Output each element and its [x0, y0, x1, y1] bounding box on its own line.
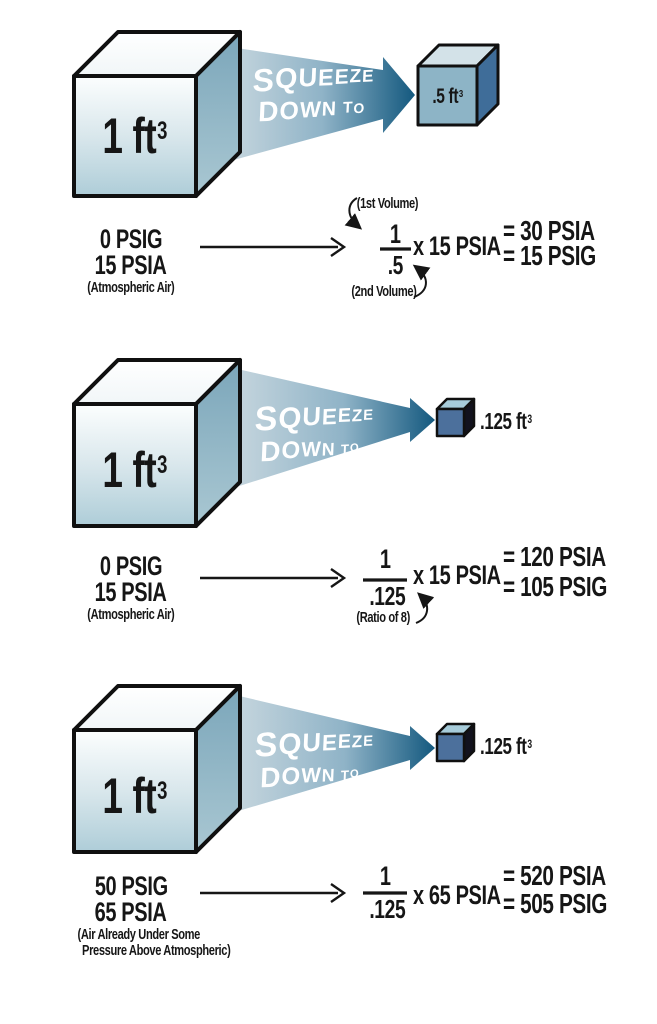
equation-arrow: [200, 883, 347, 903]
second-volume-annotation: (2nd Volume): [351, 283, 417, 300]
large-cube: [72, 358, 242, 528]
large-cube-label: 1 ft3: [102, 442, 168, 498]
second-volume-pointer-arrow: [412, 264, 431, 298]
large-cube-label: 1 ft3: [102, 768, 168, 824]
fraction-denominator: .125: [369, 894, 406, 924]
result-psia: = 520 PSIA: [503, 860, 606, 891]
first-volume-pointer-arrow: [344, 197, 363, 230]
pressure-note: (Atmospheric Air): [87, 279, 175, 296]
pressure-stack: 0 PSIG 15 PSIA (Atmospheric Air): [70, 553, 192, 623]
fraction-denominator: .5: [387, 250, 403, 280]
result-psig: = 15 PSIG: [503, 240, 596, 271]
ratio-pointer-arrow: [415, 592, 435, 624]
results-stack: = 520 PSIA = 505 PSIG: [503, 860, 644, 919]
multiplier-text: x 15 PSIA: [413, 560, 501, 590]
equation-arrow: [200, 237, 347, 257]
pressure-note-line1: (Air Already Under Some: [77, 926, 201, 943]
psig-value: 0 PSIG: [99, 551, 163, 581]
small-cube-eighth: [435, 397, 476, 438]
pressure-stack: 50 PSIG 65 PSIA (Air Already Under Some …: [56, 871, 231, 959]
results-stack: = 30 PSIA = 15 PSIG: [503, 215, 628, 271]
fraction-numerator: 1: [379, 544, 391, 574]
pressure-note-line2: Pressure Above Atmospheric): [82, 942, 231, 959]
pressure-stack: 0 PSIG 15 PSIA (Atmospheric Air): [70, 226, 192, 296]
small-cube-front-face: [416, 64, 479, 127]
multiplier-text: x 65 PSIA: [413, 880, 501, 910]
ratio-annotation: (Ratio of 8): [356, 609, 410, 626]
small-cube-eighth: [435, 722, 476, 763]
panel-2-graphics: [72, 358, 476, 624]
result-psia: = 30 PSIA: [503, 215, 595, 246]
small-cube-label: .125 ft3: [480, 733, 532, 759]
large-cube-front-face: [72, 74, 198, 198]
psia-value: 15 PSIA: [95, 250, 167, 280]
large-cube-label: 1 ft3: [102, 108, 168, 164]
psia-value: 65 PSIA: [95, 897, 167, 927]
multiplier-text: x 15 PSIA: [413, 231, 501, 261]
result-psia: = 120 PSIA: [503, 541, 606, 572]
panel-3-graphics: [72, 684, 476, 903]
large-cube-front-face: [72, 402, 198, 528]
large-cube-front-face: [72, 728, 198, 854]
squeeze-beam-arrow: [230, 47, 415, 161]
large-cube: [72, 30, 242, 198]
small-cube-front-face: [435, 407, 466, 438]
psia-value: 15 PSIA: [95, 577, 167, 607]
fraction-numerator: 1: [389, 219, 401, 249]
small-cube-half: [416, 43, 500, 127]
large-cube: [72, 684, 242, 854]
result-psig: = 105 PSIG: [503, 571, 608, 602]
panel-1-graphics: [72, 30, 500, 298]
result-psig: = 505 PSIG: [503, 888, 608, 919]
psig-value: 0 PSIG: [99, 224, 163, 254]
squeeze-beam-arrow: [235, 695, 435, 812]
small-cube-label: .5 ft3: [432, 85, 463, 108]
squeeze-beam-arrow: [233, 368, 435, 488]
results-stack: = 120 PSIA = 105 PSIG: [503, 541, 644, 602]
psig-value: 50 PSIG: [94, 871, 168, 901]
fraction-denominator: .125: [369, 581, 406, 611]
fraction-numerator: 1: [379, 861, 391, 891]
small-cube-front-face: [435, 732, 466, 763]
small-cube-label: .125 ft3: [480, 408, 532, 434]
pressure-note: (Atmospheric Air): [87, 606, 175, 623]
first-volume-annotation: (1st Volume): [356, 195, 419, 212]
equation-arrow: [200, 568, 347, 588]
